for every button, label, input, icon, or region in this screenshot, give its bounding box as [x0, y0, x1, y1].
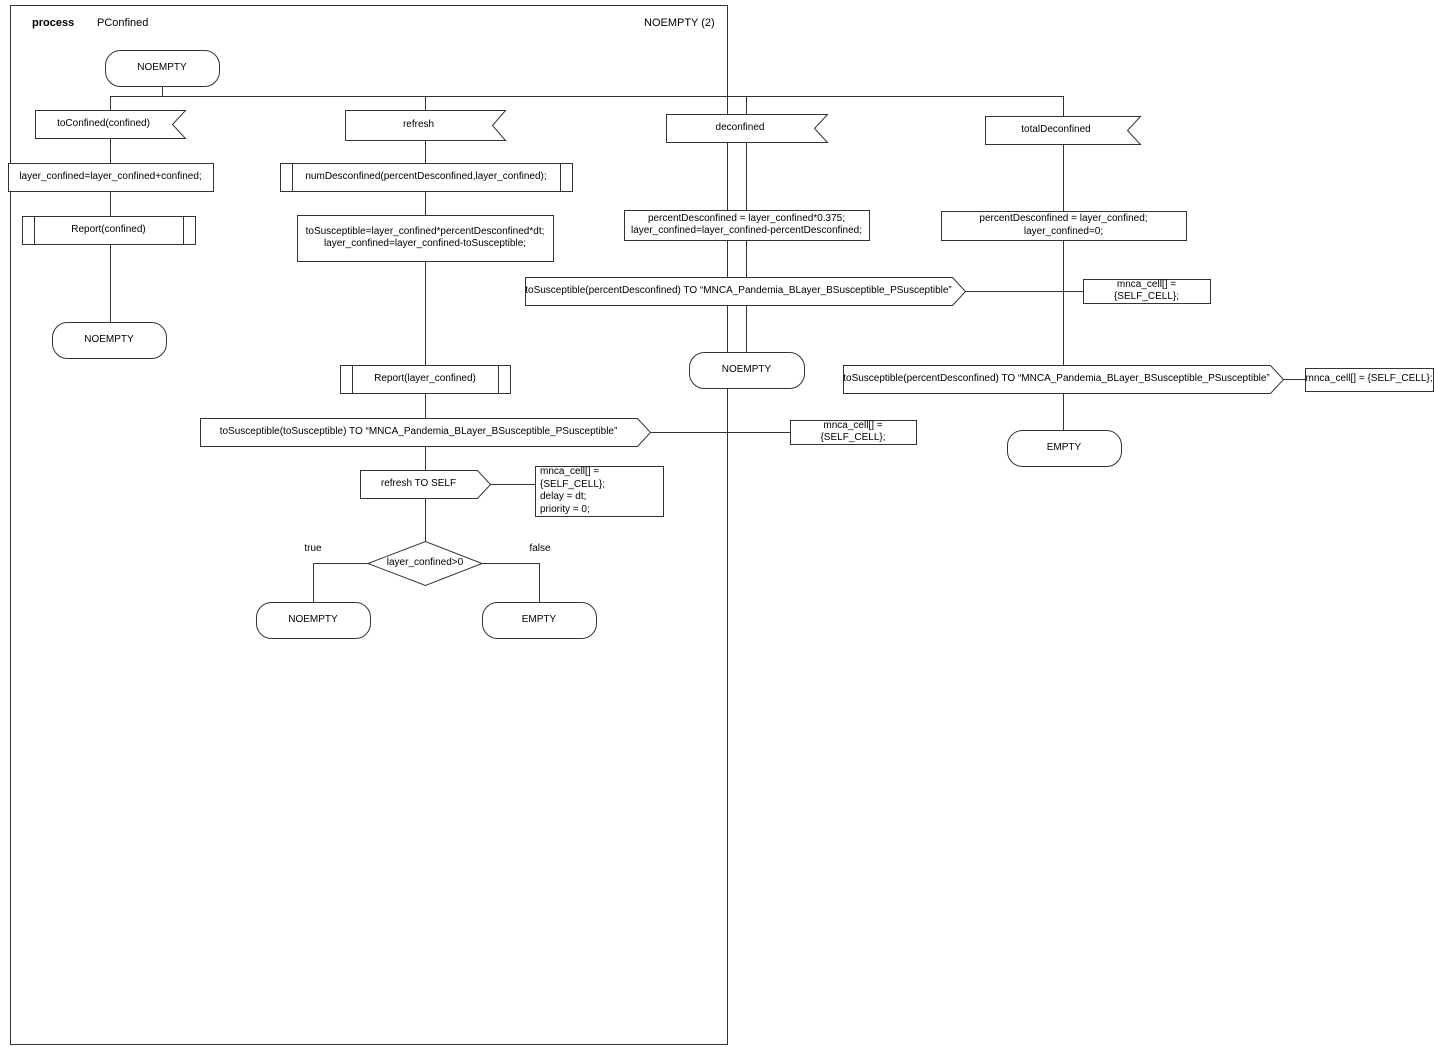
branch1-next-state-shape[interactable]	[52, 322, 167, 359]
branch2-comment2-box[interactable]	[535, 466, 664, 517]
branch4-input-signal-shape[interactable]	[985, 116, 1142, 145]
state-reference-label: NOEMPTY (2)	[644, 17, 715, 29]
process-name: PConfined	[97, 17, 149, 29]
branch3-input-signal-shape[interactable]	[666, 114, 829, 143]
branch2-decision-diamond[interactable]	[366, 540, 484, 587]
branch2-procedure2-shape[interactable]	[340, 365, 511, 394]
branch1-task-shape[interactable]	[8, 163, 214, 192]
branch2-procedure1-shape[interactable]	[280, 163, 573, 192]
branch2-comment1-box[interactable]	[790, 420, 917, 445]
branch2-output1-signal-shape[interactable]	[200, 418, 652, 447]
connector-lines	[110, 86, 1305, 602]
branch3-next-state-shape[interactable]	[689, 352, 805, 389]
branch4-task-shape[interactable]	[941, 211, 1187, 241]
branch1-input-signal-shape[interactable]	[35, 110, 187, 139]
branch2-task-shape[interactable]	[297, 215, 554, 262]
branch2-false-state-shape[interactable]	[482, 602, 597, 639]
branch4-output-signal-shape[interactable]	[843, 365, 1285, 394]
process-frame	[10, 5, 728, 1045]
branch2-input-signal-shape[interactable]	[345, 110, 507, 141]
branch4-comment-box[interactable]	[1305, 368, 1434, 392]
start-state-shape[interactable]	[105, 50, 220, 87]
branch3-comment-box[interactable]	[1083, 279, 1211, 304]
branch2-output2-signal-shape[interactable]	[360, 470, 492, 499]
branch4-next-state-shape[interactable]	[1007, 430, 1122, 467]
process-kind-label: process	[32, 17, 75, 29]
branch3-task-shape[interactable]	[624, 210, 870, 241]
branch2-true-state-shape[interactable]	[256, 602, 371, 639]
branch3-output-signal-shape[interactable]	[525, 277, 967, 306]
branch1-procedure-shape[interactable]	[22, 216, 196, 245]
